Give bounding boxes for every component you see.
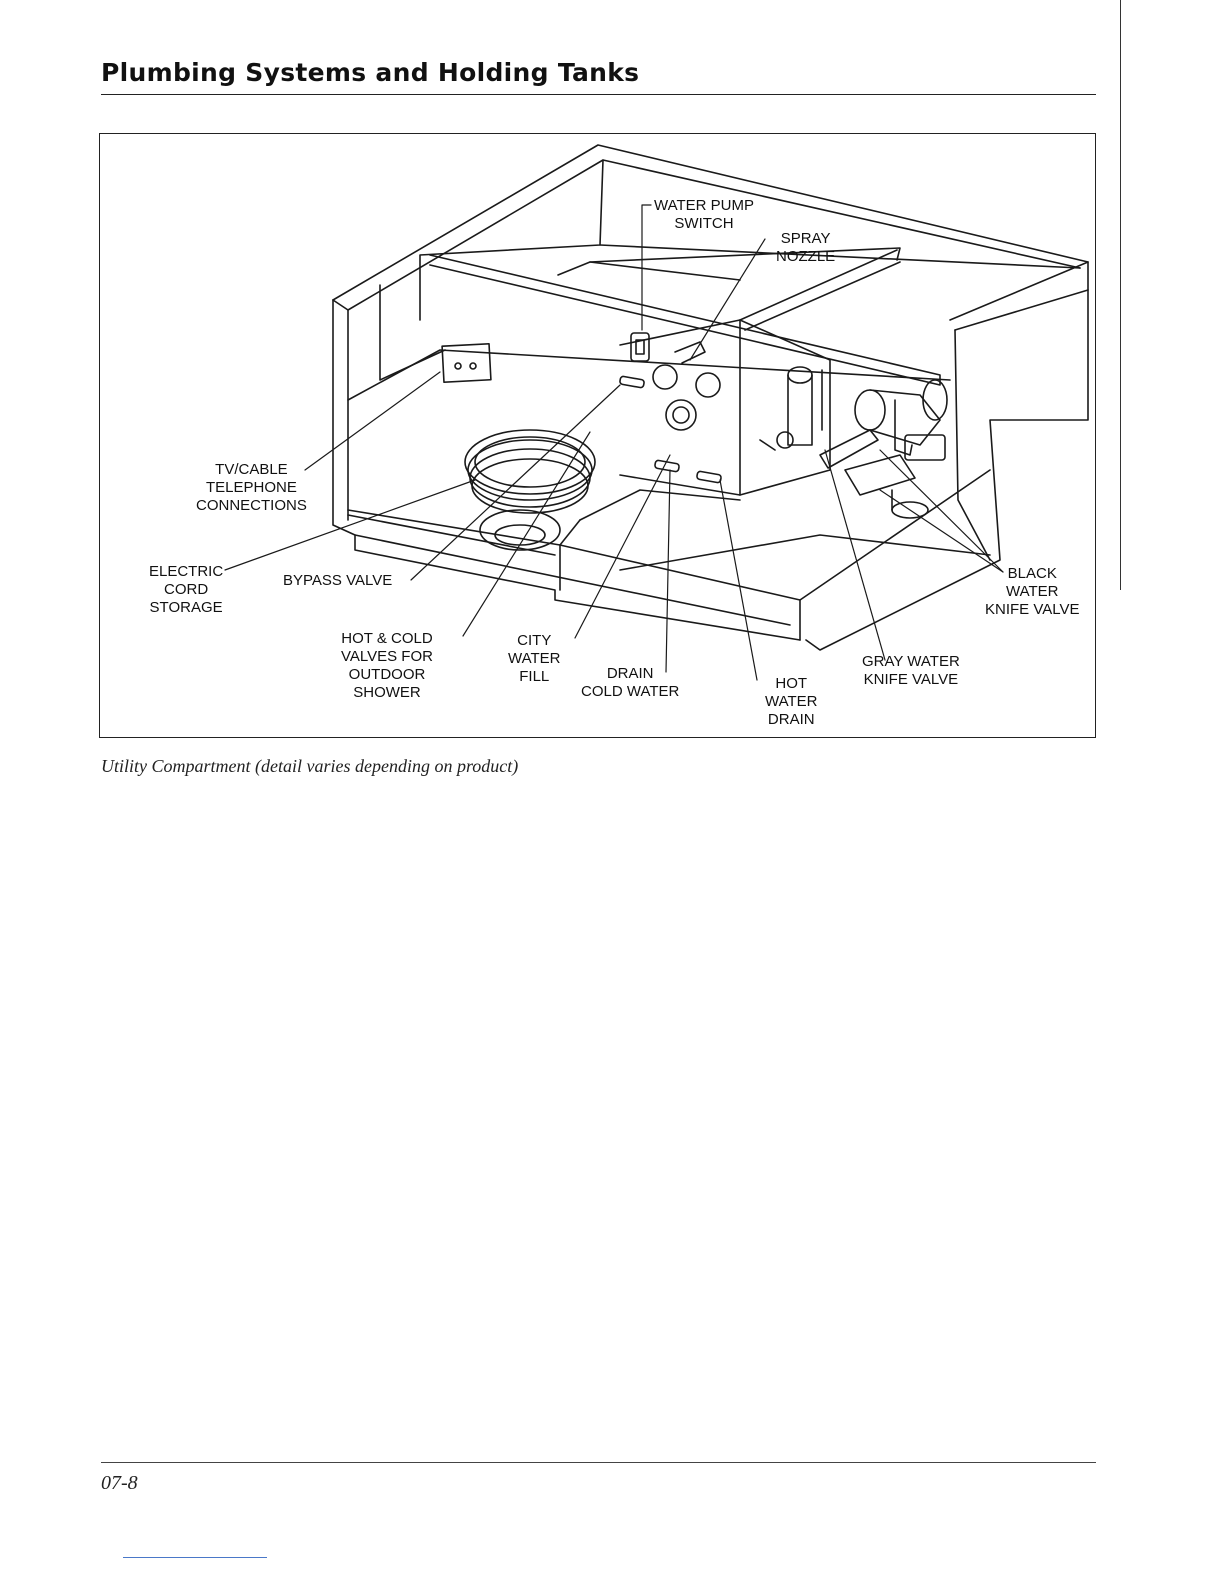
bottom-link-line bbox=[123, 1557, 267, 1558]
footer-rule bbox=[101, 1462, 1096, 1463]
label-gray-water-valve: GRAY WATER KNIFE VALVE bbox=[862, 653, 960, 689]
label-tv-cable: TV/CABLE TELEPHONE CONNECTIONS bbox=[196, 461, 307, 515]
page-number: 07-8 bbox=[101, 1472, 138, 1495]
label-hot-cold-valves: HOT & COLD VALVES FOR OUTDOOR SHOWER bbox=[341, 630, 433, 702]
utility-compartment-illustration bbox=[0, 0, 1224, 760]
label-water-pump-switch: WATER PUMP SWITCH bbox=[654, 197, 754, 233]
label-black-water-valve: BLACK WATER KNIFE VALVE bbox=[985, 565, 1079, 619]
figure-caption: Utility Compartment (detail varies depen… bbox=[101, 756, 518, 777]
label-electric-cord: ELECTRIC CORD STORAGE bbox=[149, 563, 223, 617]
utility-panel bbox=[619, 320, 830, 495]
tv-cable-plate bbox=[442, 344, 491, 382]
leader-lines bbox=[225, 205, 1003, 680]
label-drain-cold-water: DRAIN COLD WATER bbox=[581, 665, 679, 701]
label-bypass-valve: BYPASS VALVE bbox=[283, 572, 392, 590]
label-hot-water-drain: HOT WATER DRAIN bbox=[765, 675, 818, 729]
label-spray-nozzle: SPRAY NOZZLE bbox=[776, 230, 835, 266]
label-city-water-fill: CITY WATER FILL bbox=[508, 632, 561, 686]
